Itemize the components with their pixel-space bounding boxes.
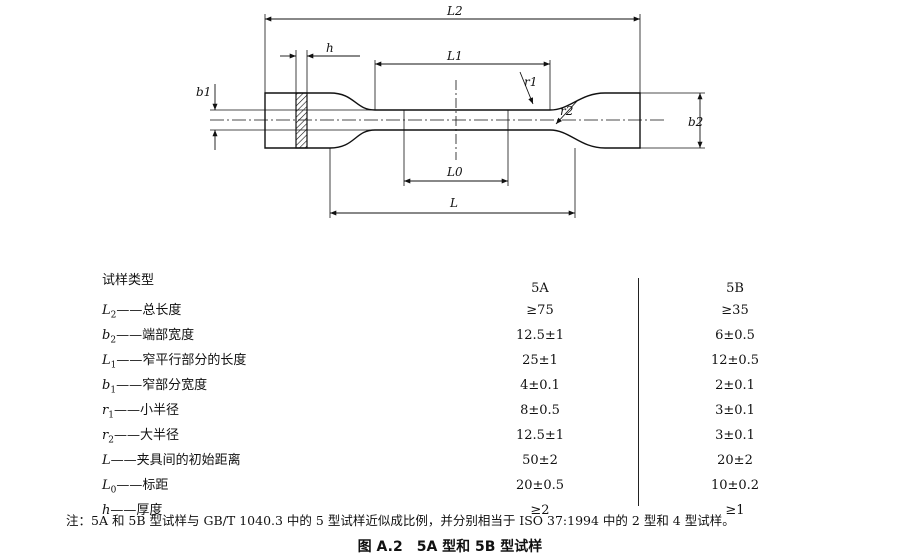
label-L: L	[449, 196, 458, 210]
param-label: L0——标距	[102, 478, 169, 496]
label-r2: r2	[560, 104, 573, 118]
value-5a: 20±0.5	[515, 478, 565, 493]
table-row: h——厚度 ≥2 ≥1	[90, 500, 850, 522]
table-row: b1——窄部分宽度 4±0.1 2±0.1	[90, 375, 850, 397]
dim-line-r1	[519, 71, 534, 105]
table-row: L2——总长度 ≥75 ≥35	[90, 300, 850, 322]
value-5b: ≥35	[721, 303, 749, 318]
value-5b: 20±2	[717, 453, 753, 468]
table-row: L——夹具间的初始距离 50±2 20±2	[90, 450, 850, 472]
label-L2: L2	[446, 4, 463, 18]
type-label: 试样类型	[102, 273, 155, 288]
value-5a: 4±0.1	[520, 378, 560, 393]
param-label: L2——总长度	[102, 303, 182, 321]
value-5a: ≥2	[530, 503, 550, 518]
dim-line-r2	[555, 99, 579, 125]
value-5a: 25±1	[522, 353, 558, 368]
param-label: r2——大半径	[102, 428, 179, 446]
col-header-5b: 5B	[726, 281, 744, 296]
specimen-diagram: L2 h L1 b1 r1 r2 b2 L0 L	[196, 4, 705, 218]
value-5a: 12.5±1	[515, 428, 565, 443]
specimen-outline	[264, 92, 641, 149]
label-L1: L1	[446, 49, 463, 63]
param-label: b1——窄部分宽度	[102, 378, 208, 396]
label-b1: b1	[196, 85, 211, 99]
value-5a: 8±0.5	[520, 403, 560, 418]
table-row: L0——标距 20±0.5 10±0.2	[90, 475, 850, 497]
column-divider	[638, 278, 639, 506]
value-5a: ≥75	[526, 303, 554, 318]
table-header: 试样类型 5A 5B	[90, 270, 850, 296]
table-row: b2——端部宽度 12.5±1 6±0.5	[90, 325, 850, 347]
label-b2: b2	[688, 115, 703, 129]
thickness-section	[295, 92, 308, 149]
param-label: L1——窄平行部分的长度	[102, 353, 247, 371]
value-5a: 50±2	[522, 453, 558, 468]
figure-caption: 图 A.2 5A 型和 5B 型试样	[357, 539, 543, 555]
value-5a: 12.5±1	[515, 328, 565, 343]
col-header-5a: 5A	[531, 281, 549, 296]
param-label: b2——端部宽度	[102, 328, 195, 346]
label-h: h	[326, 41, 334, 55]
label-r1: r1	[524, 75, 537, 89]
table-row: L1——窄平行部分的长度 25±1 12±0.5	[90, 350, 850, 372]
label-L0: L0	[446, 165, 463, 179]
value-5b: 2±0.1	[715, 378, 755, 393]
param-label: h——厚度	[102, 503, 163, 518]
value-5b: 10±0.2	[710, 478, 760, 493]
table-note: 注：5A 和 5B 型试样与 GB/T 1040.3 中的 5 型试样近似成比例…	[66, 513, 735, 528]
value-5b: 6±0.5	[715, 328, 755, 343]
table-row: r1——小半径 8±0.5 3±0.1	[90, 400, 850, 422]
param-label: r1——小半径	[102, 403, 179, 421]
value-5b: 12±0.5	[710, 353, 760, 368]
value-5b: ≥1	[725, 503, 745, 518]
value-5b: 3±0.1	[715, 403, 755, 418]
value-5b: 3±0.1	[715, 428, 755, 443]
table-row: r2——大半径 12.5±1 3±0.1	[90, 425, 850, 447]
param-label: L——夹具间的初始距离	[102, 453, 241, 468]
